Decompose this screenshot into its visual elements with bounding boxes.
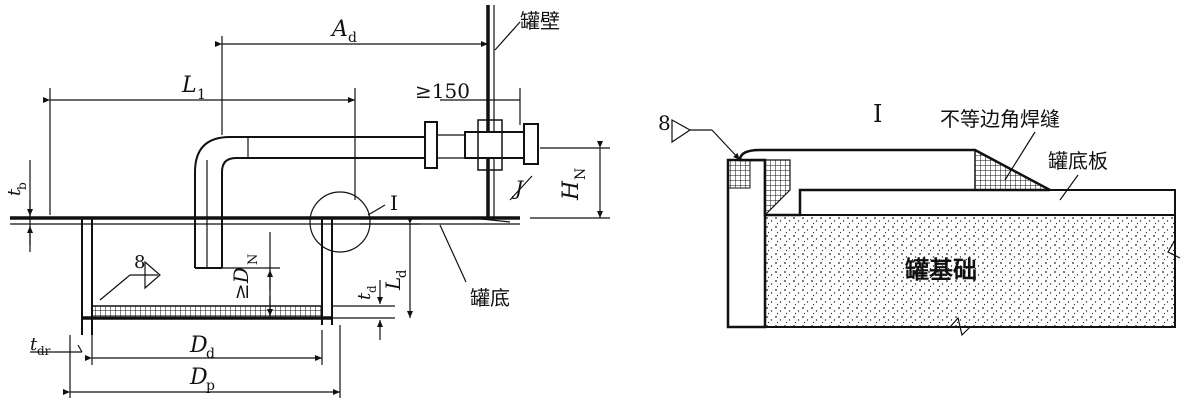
dim-td-sub: d bbox=[365, 285, 379, 293]
detail-title: I bbox=[873, 100, 882, 128]
tank-wall-label: 罐壁 bbox=[520, 9, 560, 33]
right-view: I 罐基础 8 不等边角焊缝 罐底板 bbox=[658, 100, 1181, 337]
dim-min150-label: ≥150 bbox=[415, 79, 470, 103]
bottom-plate bbox=[764, 189, 1176, 216]
weld-symbol-right: 8 bbox=[658, 111, 741, 161]
dim-ld-label: L bbox=[381, 277, 405, 291]
dim-dd-label: D bbox=[189, 333, 208, 358]
dim-dn-sub: N bbox=[246, 254, 261, 265]
dim-dd-sub: d bbox=[206, 346, 215, 362]
unequal-fillet-weld bbox=[974, 148, 1051, 191]
detail-circle bbox=[309, 191, 371, 253]
dim-hn-sub: N bbox=[573, 168, 589, 180]
dim-tb-label: t bbox=[4, 188, 25, 196]
dim-l1-label: L bbox=[181, 73, 197, 98]
dim-dp-label: D bbox=[189, 365, 208, 390]
dim-ad-sub: d bbox=[348, 30, 357, 46]
dim-ad-label: A bbox=[330, 17, 348, 42]
dim-tdr-label: t bbox=[30, 334, 38, 355]
weld-symbol-left: 8 bbox=[99, 252, 161, 301]
dim-hn-label: H bbox=[559, 180, 584, 201]
dim-l1-sub: 1 bbox=[197, 87, 206, 103]
bottom-plate-label: 罐底板 bbox=[1048, 149, 1108, 173]
left-view: I 罐壁 罐底 A d L 1 ≥150 H N J t bbox=[4, 5, 610, 398]
dim-td-label: t bbox=[354, 292, 375, 300]
wall-foot bbox=[471, 217, 511, 223]
detail-ref-label: I bbox=[390, 191, 398, 215]
dim-j-label: J bbox=[511, 176, 524, 200]
foundation-label: 罐基础 bbox=[904, 256, 977, 284]
tank-bottom-label: 罐底 bbox=[470, 286, 510, 310]
weld-size-left: 8 bbox=[134, 252, 145, 273]
weld-size-right: 8 bbox=[658, 111, 671, 135]
sump-well bbox=[81, 218, 333, 335]
dim-tdr-sub: dr bbox=[37, 344, 51, 358]
dim-tb-sub: b bbox=[15, 182, 29, 190]
dim-ld-sub: d bbox=[395, 270, 410, 278]
unequal-fillet-weld-label: 不等边角焊缝 bbox=[940, 107, 1060, 131]
drain-pipe bbox=[194, 119, 539, 269]
dim-dp-sub: p bbox=[206, 378, 215, 394]
dim-dn-label: ≥D bbox=[229, 267, 253, 300]
